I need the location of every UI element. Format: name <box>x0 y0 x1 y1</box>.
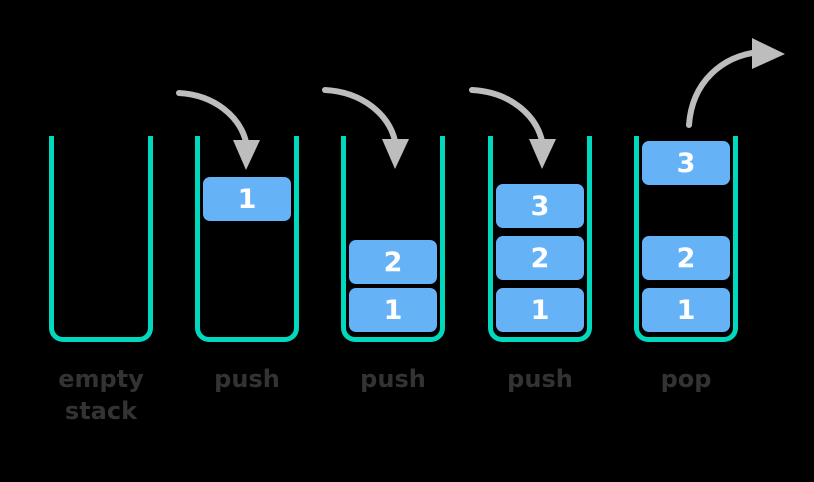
stack-step-5: 3 2 1 pop <box>0 0 738 482</box>
stack-label-3: push <box>360 365 426 393</box>
stack-cell-popped: 3 <box>642 141 730 185</box>
stack-container <box>341 136 445 342</box>
pop-arrow <box>686 38 785 128</box>
stack-cell: 1 <box>203 177 291 221</box>
stack-container <box>49 136 153 342</box>
stack-container <box>488 136 592 342</box>
stack-step-3: 2 1 push <box>0 0 445 482</box>
stack-cell: 1 <box>496 288 584 332</box>
stack-label-2: push <box>214 365 280 393</box>
stack-cell: 3 <box>496 184 584 228</box>
stack-container <box>195 136 299 342</box>
stack-step-1: empty stack <box>0 0 200 482</box>
stack-container <box>634 136 738 342</box>
stack-step-2: 1 push <box>0 0 299 482</box>
stack-cell: 2 <box>349 240 437 284</box>
stack-cell: 2 <box>496 236 584 280</box>
stack-label-4: push <box>507 365 573 393</box>
stack-step-4: 3 2 1 push <box>0 0 592 482</box>
stack-label-1: empty stack <box>58 365 144 425</box>
stack-label-5: pop <box>660 365 712 393</box>
stack-cell: 2 <box>642 236 730 280</box>
stack-cell: 1 <box>642 288 730 332</box>
stack-cell: 1 <box>349 288 437 332</box>
